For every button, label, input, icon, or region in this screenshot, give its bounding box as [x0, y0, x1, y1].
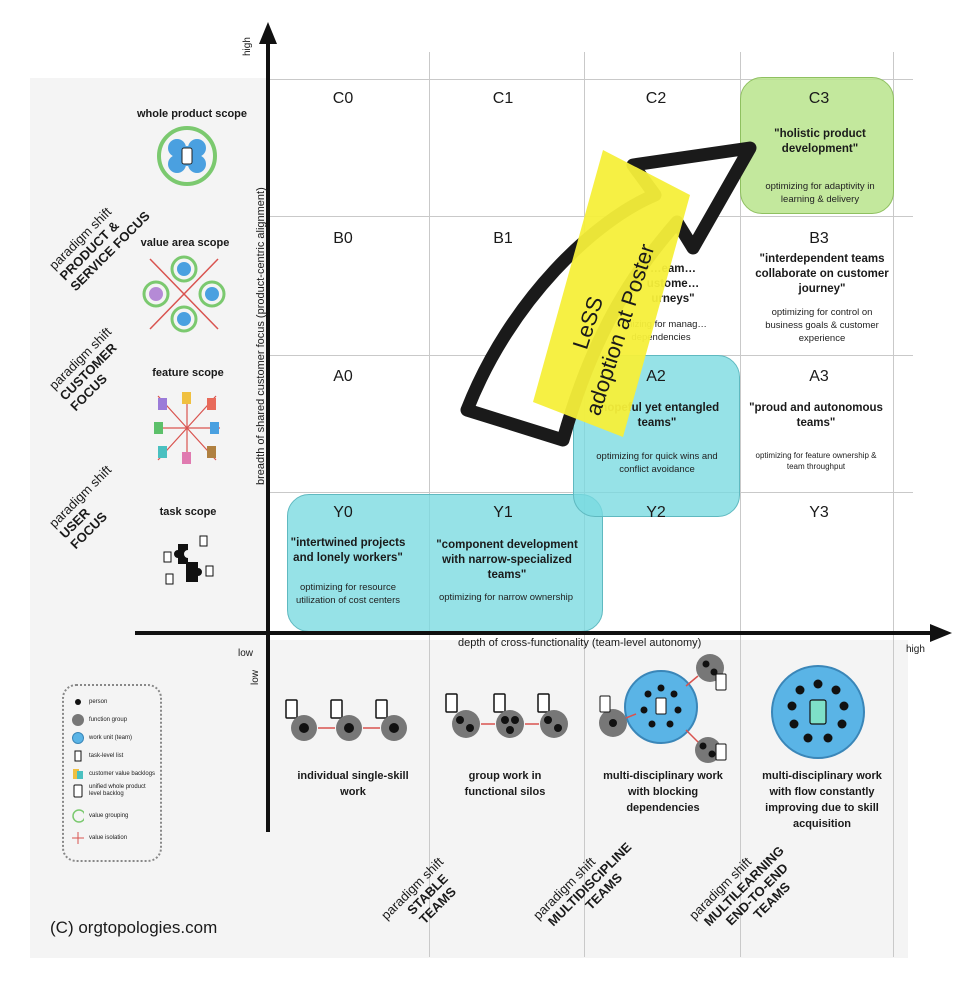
scope-feature-title: feature scope [152, 367, 224, 379]
cell-b3: B3 [809, 230, 829, 247]
a3-optimizing: optimizing for feature ownership & team … [755, 451, 877, 471]
person-dot-icon [72, 696, 84, 708]
blocking-dependencies-icon [599, 654, 727, 763]
functional-silos-icon [445, 693, 568, 738]
cell-a3: A3 [809, 368, 829, 385]
cell-c1: C1 [492, 90, 514, 107]
x-axis-title: depth of cross-functionality (team-level… [458, 637, 702, 649]
legend: person function group work unit (team) t… [62, 684, 162, 862]
value-isolation-icon [72, 832, 84, 844]
legend-row-value-isolation: value isolation [72, 832, 127, 844]
cell-c0: C0 [332, 90, 354, 107]
grid-line-v3 [740, 52, 741, 957]
x-axis-high: high [906, 644, 925, 655]
x-axis-low: low [238, 648, 254, 659]
b2-optimizing-partial: …mizing for manag… dependencies [615, 319, 707, 343]
b3-optimizing: optimizing for control on business goals… [765, 307, 879, 344]
legend-row-unified-backlog: unified whole product level backlog [72, 784, 156, 798]
legend-label: work unit (team) [89, 735, 133, 741]
task-list-icon [72, 750, 84, 762]
scope-whole-product-title: whole product scope [136, 108, 247, 120]
y1-optimizing: optimizing for narrow ownership [438, 592, 574, 603]
b3-quote: "interdependent teams collaborate on cus… [755, 253, 889, 295]
cell-b1: B1 [493, 230, 513, 247]
legend-label: unified whole product level backlog [89, 784, 146, 797]
customer-backlog-icon [72, 768, 84, 780]
legend-label: value grouping [89, 813, 129, 819]
c3-quote: "holistic product development" [774, 128, 866, 155]
task-scope-icon [163, 535, 214, 585]
work-unit-icon [72, 732, 84, 744]
y-axis-high: high [242, 37, 253, 56]
legend-row-work-unit: work unit (team) [72, 732, 132, 744]
cell-a0: A0 [333, 368, 353, 385]
legend-label: person [89, 699, 108, 705]
legend-row-person: person [72, 696, 107, 708]
legend-row-customer-backlog: customer value backlogs [72, 768, 155, 780]
cell-c3: C3 [808, 90, 830, 107]
cell-y3: Y3 [809, 504, 829, 521]
value-area-scope-icon [142, 255, 226, 333]
legend-label: value isolation [89, 835, 128, 841]
cell-a2: A2 [646, 368, 666, 385]
legend-row-task-list: task-level list [72, 750, 123, 762]
cell-c2: C2 [645, 90, 667, 107]
function-group-icon [72, 714, 84, 726]
cell-y2: Y2 [646, 504, 666, 521]
cell-y0: Y0 [333, 504, 353, 521]
unified-backlog-icon [72, 784, 84, 798]
scope-task-title: task scope [159, 506, 217, 518]
y1-quote: "component development with narrow-speci… [436, 539, 578, 581]
legend-label: function group [89, 717, 128, 723]
legend-label: customer value backlogs [89, 771, 156, 777]
legend-row-function-group: function group [72, 714, 127, 726]
cell-y1: Y1 [493, 504, 513, 521]
whole-product-scope-icon [157, 126, 217, 186]
a2-optimizing: optimizing for quick wins and conflict a… [596, 451, 718, 475]
copyright: (C) orgtopologies.com [50, 918, 218, 937]
team-type-functional-silos: group work in functional silos [464, 770, 546, 798]
value-grouping-icon [72, 809, 84, 823]
c3-region [740, 77, 894, 214]
c3-optimizing: optimizing for adaptivity in learning & … [765, 181, 875, 205]
y-axis-title: breadth of shared customer focus (produc… [255, 187, 267, 485]
y-axis-low: low [250, 669, 261, 685]
team-type-blocking-deps: multi-disciplinary work with blocking de… [603, 770, 723, 814]
legend-label: task-level list [89, 753, 124, 759]
a3-quote: "proud and autonomous teams" [749, 402, 883, 429]
team-type-single-skill: individual single-skill work [297, 770, 409, 798]
team-type-end-to-end: multi-disciplinary work with flow consta… [762, 770, 882, 830]
single-skill-work-icon [285, 699, 407, 741]
scope-value-area-title: value area scope [140, 237, 230, 249]
y0-optimizing: optimizing for resource utilization of c… [295, 582, 401, 606]
adoption-arrow: LeSS adoption at Poster [460, 141, 757, 447]
cell-b0: B0 [333, 230, 353, 247]
grid-line-v4 [893, 52, 894, 957]
y0-quote: "intertwined projects and lonely workers… [290, 537, 406, 564]
end-to-end-team-icon [771, 665, 865, 759]
legend-row-value-grouping: value grouping [72, 809, 129, 823]
feature-scope-icon [154, 392, 220, 464]
grid-line-h1 [268, 79, 913, 80]
